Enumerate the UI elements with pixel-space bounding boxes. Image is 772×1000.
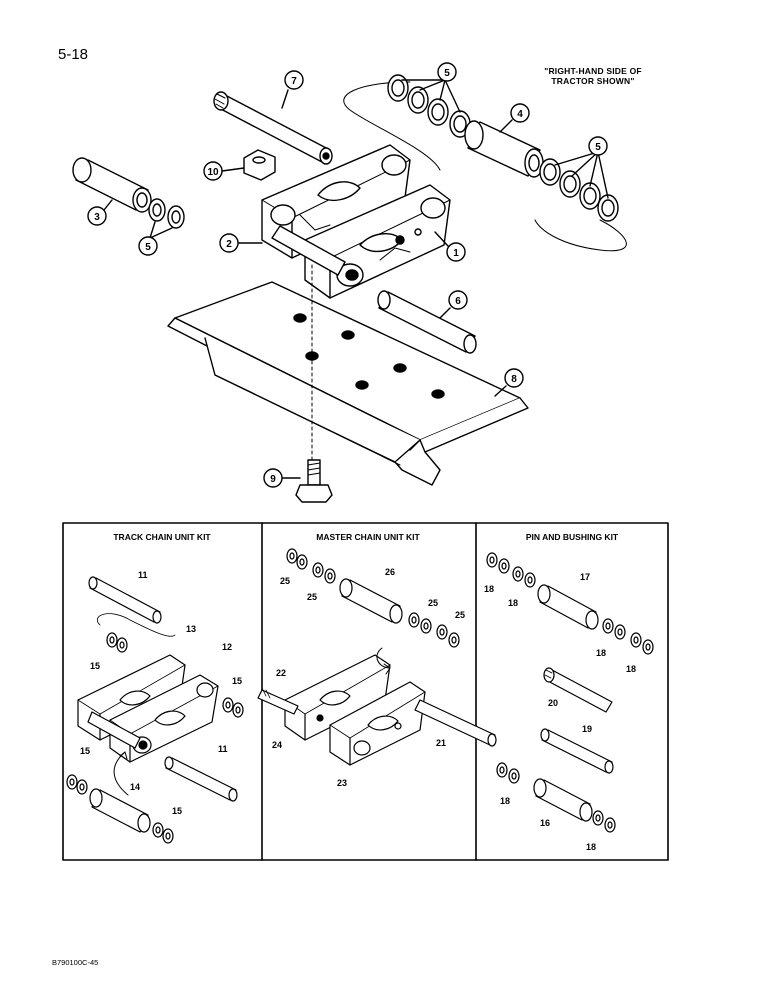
seal-ring-part	[539, 158, 619, 222]
kit-label-15: 15	[90, 661, 100, 671]
track-link-part	[271, 184, 451, 299]
callout-7: 7	[281, 70, 304, 109]
callout-9: 9	[263, 468, 301, 488]
svg-text:3: 3	[94, 212, 100, 223]
kits-panel-frame	[62, 522, 669, 861]
svg-text:1: 1	[453, 248, 459, 259]
svg-text:2: 2	[226, 239, 232, 250]
kit-label-25: 25	[307, 592, 317, 602]
kit-label-19: 19	[582, 724, 592, 734]
kit-label-20: 20	[548, 698, 558, 708]
callout-5: 5	[401, 62, 461, 113]
svg-text:8: 8	[511, 374, 517, 385]
kit-label-22: 22	[276, 668, 286, 678]
svg-text:5: 5	[595, 142, 601, 153]
kit-label-15: 15	[232, 676, 242, 686]
svg-text:6: 6	[455, 296, 461, 307]
pin-part	[377, 290, 477, 354]
kit-label-16: 16	[540, 818, 550, 828]
svg-text:4: 4	[517, 109, 523, 120]
callout-6: 6	[439, 290, 468, 319]
track-link-part	[261, 144, 411, 259]
bolt-part	[295, 459, 333, 503]
track-chain-kit-drawing	[66, 576, 244, 844]
kit-label-17: 17	[580, 572, 590, 582]
track-shoe-part	[167, 281, 529, 486]
callout-5: 5	[554, 136, 609, 199]
kit-label-18: 18	[508, 598, 518, 608]
svg-text:9: 9	[270, 474, 276, 485]
seal-ring-part	[148, 198, 185, 229]
callout-5: 5	[138, 221, 173, 256]
master-chain-kit-drawing	[257, 548, 497, 766]
kit-title-master-chain: MASTER CHAIN UNIT KIT	[316, 532, 420, 542]
drawing-code: B790100C-45	[52, 958, 99, 967]
kit-label-25: 25	[428, 598, 438, 608]
kit-label-23: 23	[337, 778, 347, 788]
kit-label-25: 25	[455, 610, 465, 620]
kit-label-13: 13	[186, 624, 196, 634]
kit-label-15: 15	[80, 746, 90, 756]
kit-label-25: 25	[280, 576, 290, 586]
svg-text:5: 5	[444, 68, 450, 79]
callout-8: 8	[494, 368, 524, 397]
kit-label-18: 18	[626, 664, 636, 674]
kit-label-14: 14	[130, 782, 140, 792]
svg-text:10: 10	[207, 167, 219, 178]
kit-label-21: 21	[436, 738, 446, 748]
orientation-note: "RIGHT-HAND SIDE OF TRACTOR SHOWN"	[544, 66, 642, 86]
kit-label-11: 11	[218, 744, 228, 754]
page-number: 5-18	[58, 46, 89, 63]
nut-part	[243, 149, 276, 181]
callout-1: 1	[434, 231, 466, 262]
pin-part	[213, 91, 333, 165]
kit-title-pin-bushing: PIN AND BUSHING KIT	[526, 532, 619, 542]
svg-text:5: 5	[145, 242, 151, 253]
kit-label-18: 18	[596, 648, 606, 658]
svg-text:7: 7	[291, 76, 297, 87]
callout-4: 4	[499, 103, 530, 133]
bushing-part	[464, 120, 544, 178]
callout-2: 2	[219, 233, 263, 253]
pin-bushing-kit-drawing	[486, 552, 654, 833]
kit-label-12: 12	[222, 642, 232, 652]
kit-title-track-chain: TRACK CHAIN UNIT KIT	[113, 532, 211, 542]
kit-label-15: 15	[172, 806, 182, 816]
kit-label-11: 11	[138, 570, 148, 580]
kit-label-26: 26	[385, 567, 395, 577]
kit-label-24: 24	[272, 740, 282, 750]
kit-label-18: 18	[586, 842, 596, 852]
assembly-bracket-line	[343, 81, 627, 252]
callout-10: 10	[203, 161, 245, 181]
bushing-part	[72, 157, 152, 213]
callout-3: 3	[87, 199, 113, 226]
kit-label-18: 18	[500, 796, 510, 806]
kit-label-18: 18	[484, 584, 494, 594]
